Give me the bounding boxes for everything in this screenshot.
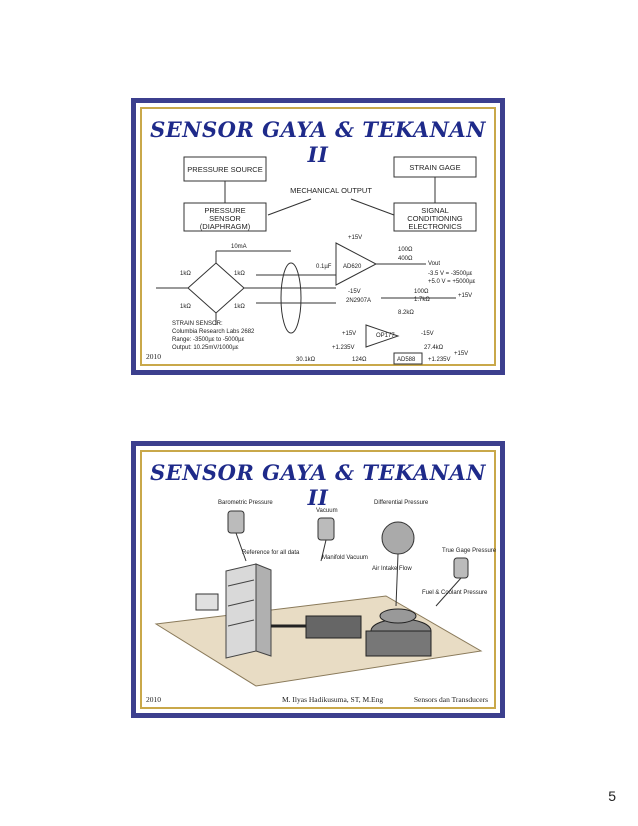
slide-1-footer: 2010 bbox=[142, 352, 494, 364]
range-positive: +5.0 V = +5000µε bbox=[428, 279, 476, 285]
slide-2-footer: 2010 M. Ilyas Hadikusuma, ST, M.Eng Sens… bbox=[142, 695, 494, 707]
r-100b-label: 100Ω bbox=[414, 289, 429, 295]
pressure-source-label: PRESSURE SOURCE bbox=[187, 165, 262, 174]
manifold-label: Manifold Vacuum bbox=[322, 555, 368, 561]
barometric-sensor bbox=[227, 510, 247, 562]
slide-1-inner-frame bbox=[140, 107, 496, 366]
signal-conditioning-diagram: PRESSURE SOURCE STRAIN GAGE MECHANICAL O… bbox=[156, 156, 477, 365]
r-30k1-label: 30.1kΩ bbox=[296, 357, 316, 363]
signal-line-1: SIGNAL bbox=[421, 206, 449, 215]
vacuum-sensor bbox=[317, 517, 335, 562]
slide-2-year: 2010 bbox=[146, 695, 161, 704]
pressure-sensor-line-2: SENSOR bbox=[209, 214, 241, 223]
differential-sensor bbox=[381, 521, 415, 607]
barometric-label: Barometric Pressure bbox=[218, 500, 273, 506]
strain-sensor-heading: STRAIN SENSOR: bbox=[172, 321, 223, 327]
reference-label: Reference for all data bbox=[242, 550, 300, 556]
pressure-sensor-box bbox=[183, 202, 267, 232]
r-124-label: 124Ω bbox=[352, 357, 367, 363]
plus-15v-fourth: +15V bbox=[454, 351, 468, 357]
current-10ma-label: 10mA bbox=[231, 244, 247, 250]
ad588-label: AD588 bbox=[397, 357, 416, 363]
signal-line-3: ELECTRONICS bbox=[408, 222, 461, 231]
capacitor-label: 0.1µF bbox=[316, 264, 332, 270]
data-cabinet bbox=[225, 563, 272, 659]
op177-label: OP177 bbox=[376, 333, 395, 339]
slide-1: SENSOR GAYA & TEKANAN II PRESSURE SOURCE… bbox=[131, 98, 505, 375]
r-1k7-label: 1.7kΩ bbox=[414, 297, 430, 303]
dynamometer bbox=[305, 615, 362, 639]
wheatstone-bridge bbox=[156, 250, 336, 334]
ad620-label: AD620 bbox=[343, 264, 362, 270]
pressure-sensor-line-1: PRESSURE bbox=[204, 206, 245, 215]
transistor-label: 2N2907A bbox=[346, 298, 371, 304]
differential-label: Differential Pressure bbox=[374, 500, 429, 506]
bridge-r2-label: 1kΩ bbox=[234, 271, 245, 277]
strain-sensor-model: Columbia Research Labs 2682 bbox=[172, 329, 255, 335]
ad588-box bbox=[393, 352, 423, 365]
ad620-amplifier bbox=[335, 242, 378, 286]
v1235-label: +1.235V bbox=[332, 345, 355, 351]
bridge-r1-label: 1kΩ bbox=[180, 271, 191, 277]
plus-15v-top: +15V bbox=[348, 235, 362, 241]
r-400-label: 400Ω bbox=[398, 256, 413, 262]
plus-15v-second: +15V bbox=[458, 293, 472, 299]
engine-test-illustration: Barometric Pressure Vacuum Differential … bbox=[154, 500, 497, 687]
vacuum-label: Vacuum bbox=[316, 508, 338, 514]
r-8k2-label: 8.2kΩ bbox=[398, 310, 414, 316]
strain-sensor-range: Range: -3500µε to -5000µε bbox=[172, 337, 245, 343]
true-gage-label: True Gage Pressure bbox=[442, 548, 497, 554]
slide-2-inner-frame bbox=[140, 450, 496, 709]
page-number: 5 bbox=[608, 788, 616, 804]
v1235b-label: +1.235V bbox=[428, 357, 451, 363]
r-100-label: 100Ω bbox=[398, 247, 413, 253]
bridge-r4-label: 1kΩ bbox=[234, 304, 245, 310]
slide-2: SENSOR GAYA & TEKANAN II bbox=[131, 441, 505, 718]
mechanical-output-label: MECHANICAL OUTPUT bbox=[290, 186, 372, 195]
air-intake-label: Air Intake Flow bbox=[372, 566, 412, 572]
fuel-label: Fuel & Coolant Pressure bbox=[422, 590, 488, 596]
vout-label: Vout bbox=[428, 261, 440, 267]
strain-gage-label: STRAIN GAGE bbox=[409, 163, 460, 172]
engine bbox=[365, 608, 432, 657]
minus-15v-third: -15V bbox=[421, 331, 434, 337]
slide-2-title: SENSOR GAYA & TEKANAN II bbox=[150, 460, 486, 510]
signal-conditioning-box bbox=[393, 202, 477, 232]
pressure-sensor-line-3: (DIAPHRAGM) bbox=[200, 222, 251, 231]
slide-1-year: 2010 bbox=[146, 352, 161, 361]
true-gage-sensor bbox=[435, 557, 469, 607]
minus-15v-label: -15V bbox=[348, 289, 361, 295]
range-negative: -3.5 V = -3500µε bbox=[428, 271, 473, 277]
slide-1-title: SENSOR GAYA & TEKANAN II bbox=[150, 117, 486, 167]
r-27k4-label: 27.4kΩ bbox=[424, 345, 444, 351]
slide-2-course: Sensors dan Transducers bbox=[413, 695, 488, 704]
bridge-r3-label: 1kΩ bbox=[180, 304, 191, 310]
desk-monitor bbox=[195, 593, 219, 611]
slide-2-author: M. Ilyas Hadikusuma, ST, M.Eng bbox=[282, 695, 384, 704]
signal-line-2: CONDITIONING bbox=[407, 214, 463, 223]
strain-sensor-output: Output: 10.25mV/1000µε bbox=[172, 345, 239, 351]
plus-15v-third: +15V bbox=[342, 331, 356, 337]
op177-amplifier bbox=[365, 324, 400, 348]
